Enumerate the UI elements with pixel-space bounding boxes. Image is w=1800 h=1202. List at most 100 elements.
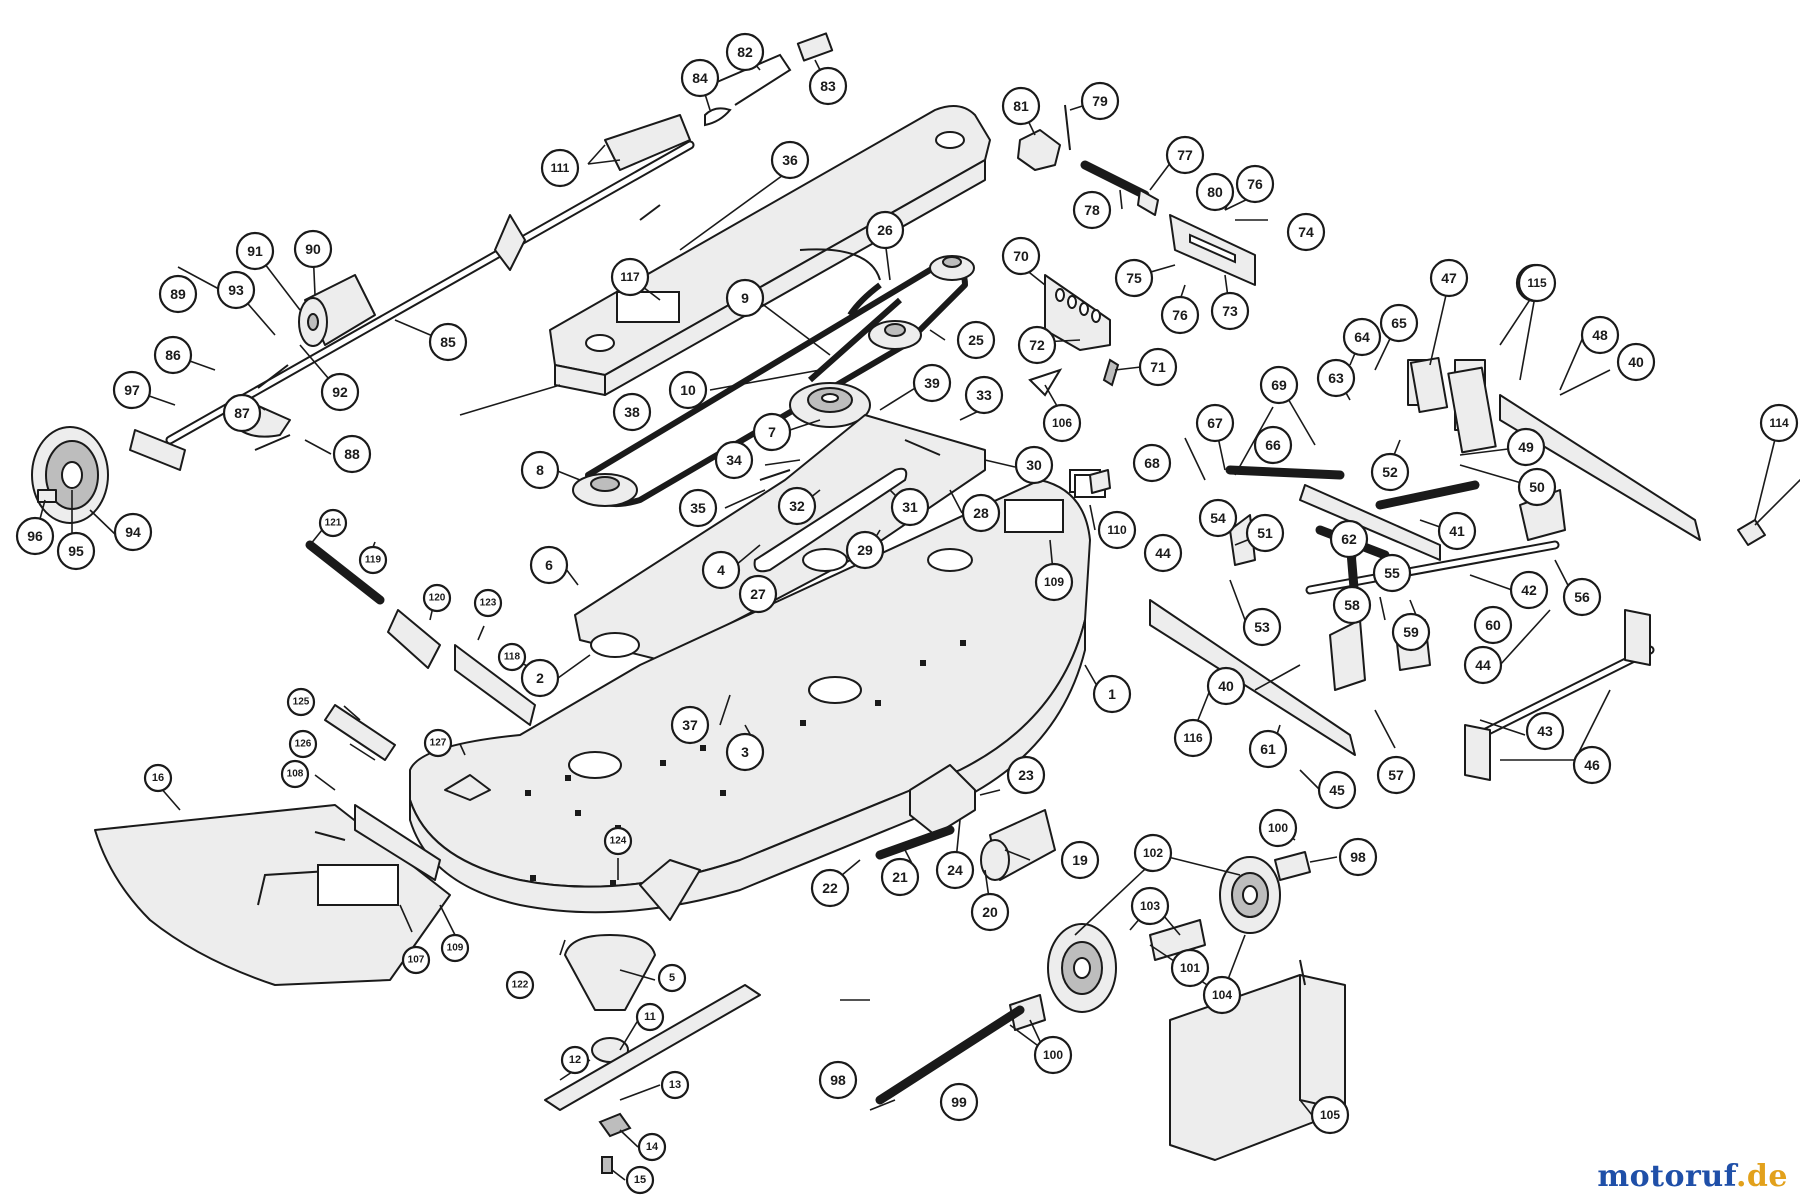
pulleys — [572, 255, 975, 507]
svg-text:96: 96 — [27, 528, 43, 544]
svg-text:63: 63 — [1328, 370, 1344, 386]
decals — [1028, 368, 1111, 498]
callout-106: 106 — [1042, 403, 1082, 443]
svg-text:52: 52 — [1382, 464, 1398, 480]
callout-89: 89 — [158, 274, 198, 314]
svg-text:84: 84 — [692, 70, 708, 86]
watermark-logo: motoruf.de — [1597, 1159, 1788, 1194]
drawing — [31, 32, 1766, 1174]
svg-text:10: 10 — [680, 382, 696, 398]
svg-text:8: 8 — [536, 462, 544, 478]
svg-text:117: 117 — [620, 270, 640, 284]
callout-92: 92 — [320, 372, 360, 412]
callout-14: 14 — [637, 1132, 667, 1162]
svg-text:98: 98 — [1350, 849, 1366, 865]
svg-text:78: 78 — [1084, 202, 1100, 218]
callout-104: 104 — [1202, 975, 1242, 1015]
svg-text:82: 82 — [737, 44, 753, 60]
callout-13: 13 — [660, 1070, 690, 1100]
callout-116: 116 — [1173, 718, 1213, 758]
svg-text:73: 73 — [1222, 303, 1238, 319]
callout-86: 86 — [153, 335, 193, 375]
svg-text:114: 114 — [1769, 416, 1789, 430]
svg-text:48: 48 — [1592, 327, 1608, 343]
callout-115: 115 — [1517, 263, 1557, 303]
svg-text:61: 61 — [1260, 741, 1276, 757]
svg-text:50: 50 — [1529, 479, 1545, 495]
callout-66: 66 — [1253, 425, 1293, 465]
svg-text:74: 74 — [1298, 224, 1314, 240]
callout-41: 41 — [1437, 511, 1477, 551]
svg-text:27: 27 — [750, 586, 766, 602]
callout-72: 72 — [1017, 325, 1057, 365]
svg-text:47: 47 — [1441, 270, 1457, 286]
svg-text:14: 14 — [646, 1141, 659, 1153]
svg-text:51: 51 — [1257, 525, 1273, 541]
callout-7: 7 — [752, 412, 792, 452]
callout-90: 90 — [293, 229, 333, 269]
svg-text:5: 5 — [669, 972, 675, 984]
callout-35: 35 — [678, 488, 718, 528]
height-bracket — [1044, 274, 1120, 387]
callout-3: 3 — [725, 732, 765, 772]
rear-rollers — [639, 764, 1056, 921]
svg-text:81: 81 — [1013, 98, 1029, 114]
adjusting-screw — [1017, 104, 1159, 216]
callout-123: 123 — [473, 588, 503, 618]
callout-120: 120 — [422, 583, 452, 613]
callout-38: 38 — [612, 392, 652, 432]
callout-4: 4 — [701, 550, 741, 590]
callout-68: 68 — [1132, 443, 1172, 483]
callout-6: 6 — [529, 545, 569, 585]
callout-64: 64 — [1342, 317, 1382, 357]
svg-text:33: 33 — [976, 387, 992, 403]
svg-text:97: 97 — [124, 382, 140, 398]
svg-text:67: 67 — [1207, 415, 1223, 431]
svg-text:65: 65 — [1391, 315, 1407, 331]
front-roller — [298, 274, 376, 347]
callout-43: 43 — [1525, 711, 1565, 751]
callout-61: 61 — [1248, 729, 1288, 769]
callout-32: 32 — [777, 486, 817, 526]
svg-text:72: 72 — [1029, 337, 1045, 353]
svg-text:100: 100 — [1268, 821, 1288, 835]
svg-text:86: 86 — [165, 347, 181, 363]
svg-text:32: 32 — [789, 498, 805, 514]
callout-49: 49 — [1506, 427, 1546, 467]
svg-text:66: 66 — [1265, 437, 1281, 453]
callout-94: 94 — [113, 512, 153, 552]
callout-73: 73 — [1210, 291, 1250, 331]
svg-text:34: 34 — [726, 452, 742, 468]
svg-text:118: 118 — [504, 652, 521, 663]
callout-10: 10 — [668, 370, 708, 410]
callout-91: 91 — [235, 231, 275, 271]
callout-110: 110 — [1097, 510, 1137, 550]
callout-26: 26 — [865, 210, 905, 250]
svg-text:124: 124 — [610, 836, 627, 847]
svg-text:7: 7 — [768, 424, 776, 440]
svg-text:108: 108 — [287, 769, 304, 780]
callout-109b: 109 — [440, 933, 470, 963]
callout-53: 53 — [1242, 607, 1282, 647]
svg-text:62: 62 — [1341, 531, 1357, 547]
callout-99: 99 — [939, 1082, 979, 1122]
callout-37: 37 — [670, 705, 710, 745]
svg-text:92: 92 — [332, 384, 348, 400]
svg-text:103: 103 — [1140, 899, 1160, 913]
svg-text:2: 2 — [536, 670, 544, 686]
callout-79: 79 — [1080, 81, 1120, 121]
callout-40b: 40 — [1206, 666, 1246, 706]
callout-74: 74 — [1286, 212, 1326, 252]
svg-text:121: 121 — [325, 518, 342, 529]
svg-text:120: 120 — [429, 593, 446, 604]
svg-text:76: 76 — [1172, 307, 1188, 323]
callout-62: 62 — [1329, 519, 1369, 559]
callout-40a: 40 — [1616, 342, 1656, 382]
svg-text:12: 12 — [569, 1054, 581, 1066]
svg-text:13: 13 — [669, 1079, 681, 1091]
svg-text:88: 88 — [344, 446, 360, 462]
callouts: 1 2 3 4 5 6 7 8 9 10 11 12 13 14 15 16 1… — [15, 32, 1799, 1195]
svg-text:126: 126 — [295, 739, 312, 750]
callout-15: 15 — [625, 1165, 655, 1195]
